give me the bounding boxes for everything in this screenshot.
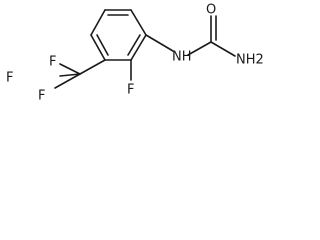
ring-bond-bottom-right bbox=[130, 34, 147, 61]
bond-ring-to-nh bbox=[145, 34, 174, 52]
bond-cf3-to-fluorine-left bbox=[59, 73, 81, 77]
bond-cf3-to-fluorine-bottom bbox=[54, 73, 81, 89]
atom-label-nh: NH bbox=[172, 50, 192, 65]
atom-label-fluorine-cf3-top: F bbox=[49, 55, 56, 70]
ring-bond-top-left bbox=[90, 9, 106, 36]
ring-double-bond-right bbox=[127, 34, 141, 56]
atom-label-fluorine-ring: F bbox=[127, 83, 134, 98]
bond-cf3-to-fluorine-top bbox=[59, 63, 81, 75]
ring-bond-top-right bbox=[130, 9, 147, 36]
atom-label-nh2: NH2 bbox=[236, 53, 264, 68]
chemical-structure: F NH O NH2 F F F bbox=[6, 3, 264, 104]
ring-bond-bottom-left bbox=[90, 34, 106, 61]
atom-label-fluorine-cf3-bottom: F bbox=[38, 89, 45, 104]
ring-double-bond-left bbox=[96, 34, 109, 56]
atom-label-fluorine-cf3-left: F bbox=[6, 71, 13, 86]
benzene-ring bbox=[90, 9, 147, 61]
bond-ring-to-cf3 bbox=[79, 59, 106, 75]
bond-carbonyl-to-nh2 bbox=[210, 41, 236, 57]
atom-label-oxygen: O bbox=[206, 3, 216, 18]
bond-nh-to-carbonyl bbox=[187, 41, 212, 56]
